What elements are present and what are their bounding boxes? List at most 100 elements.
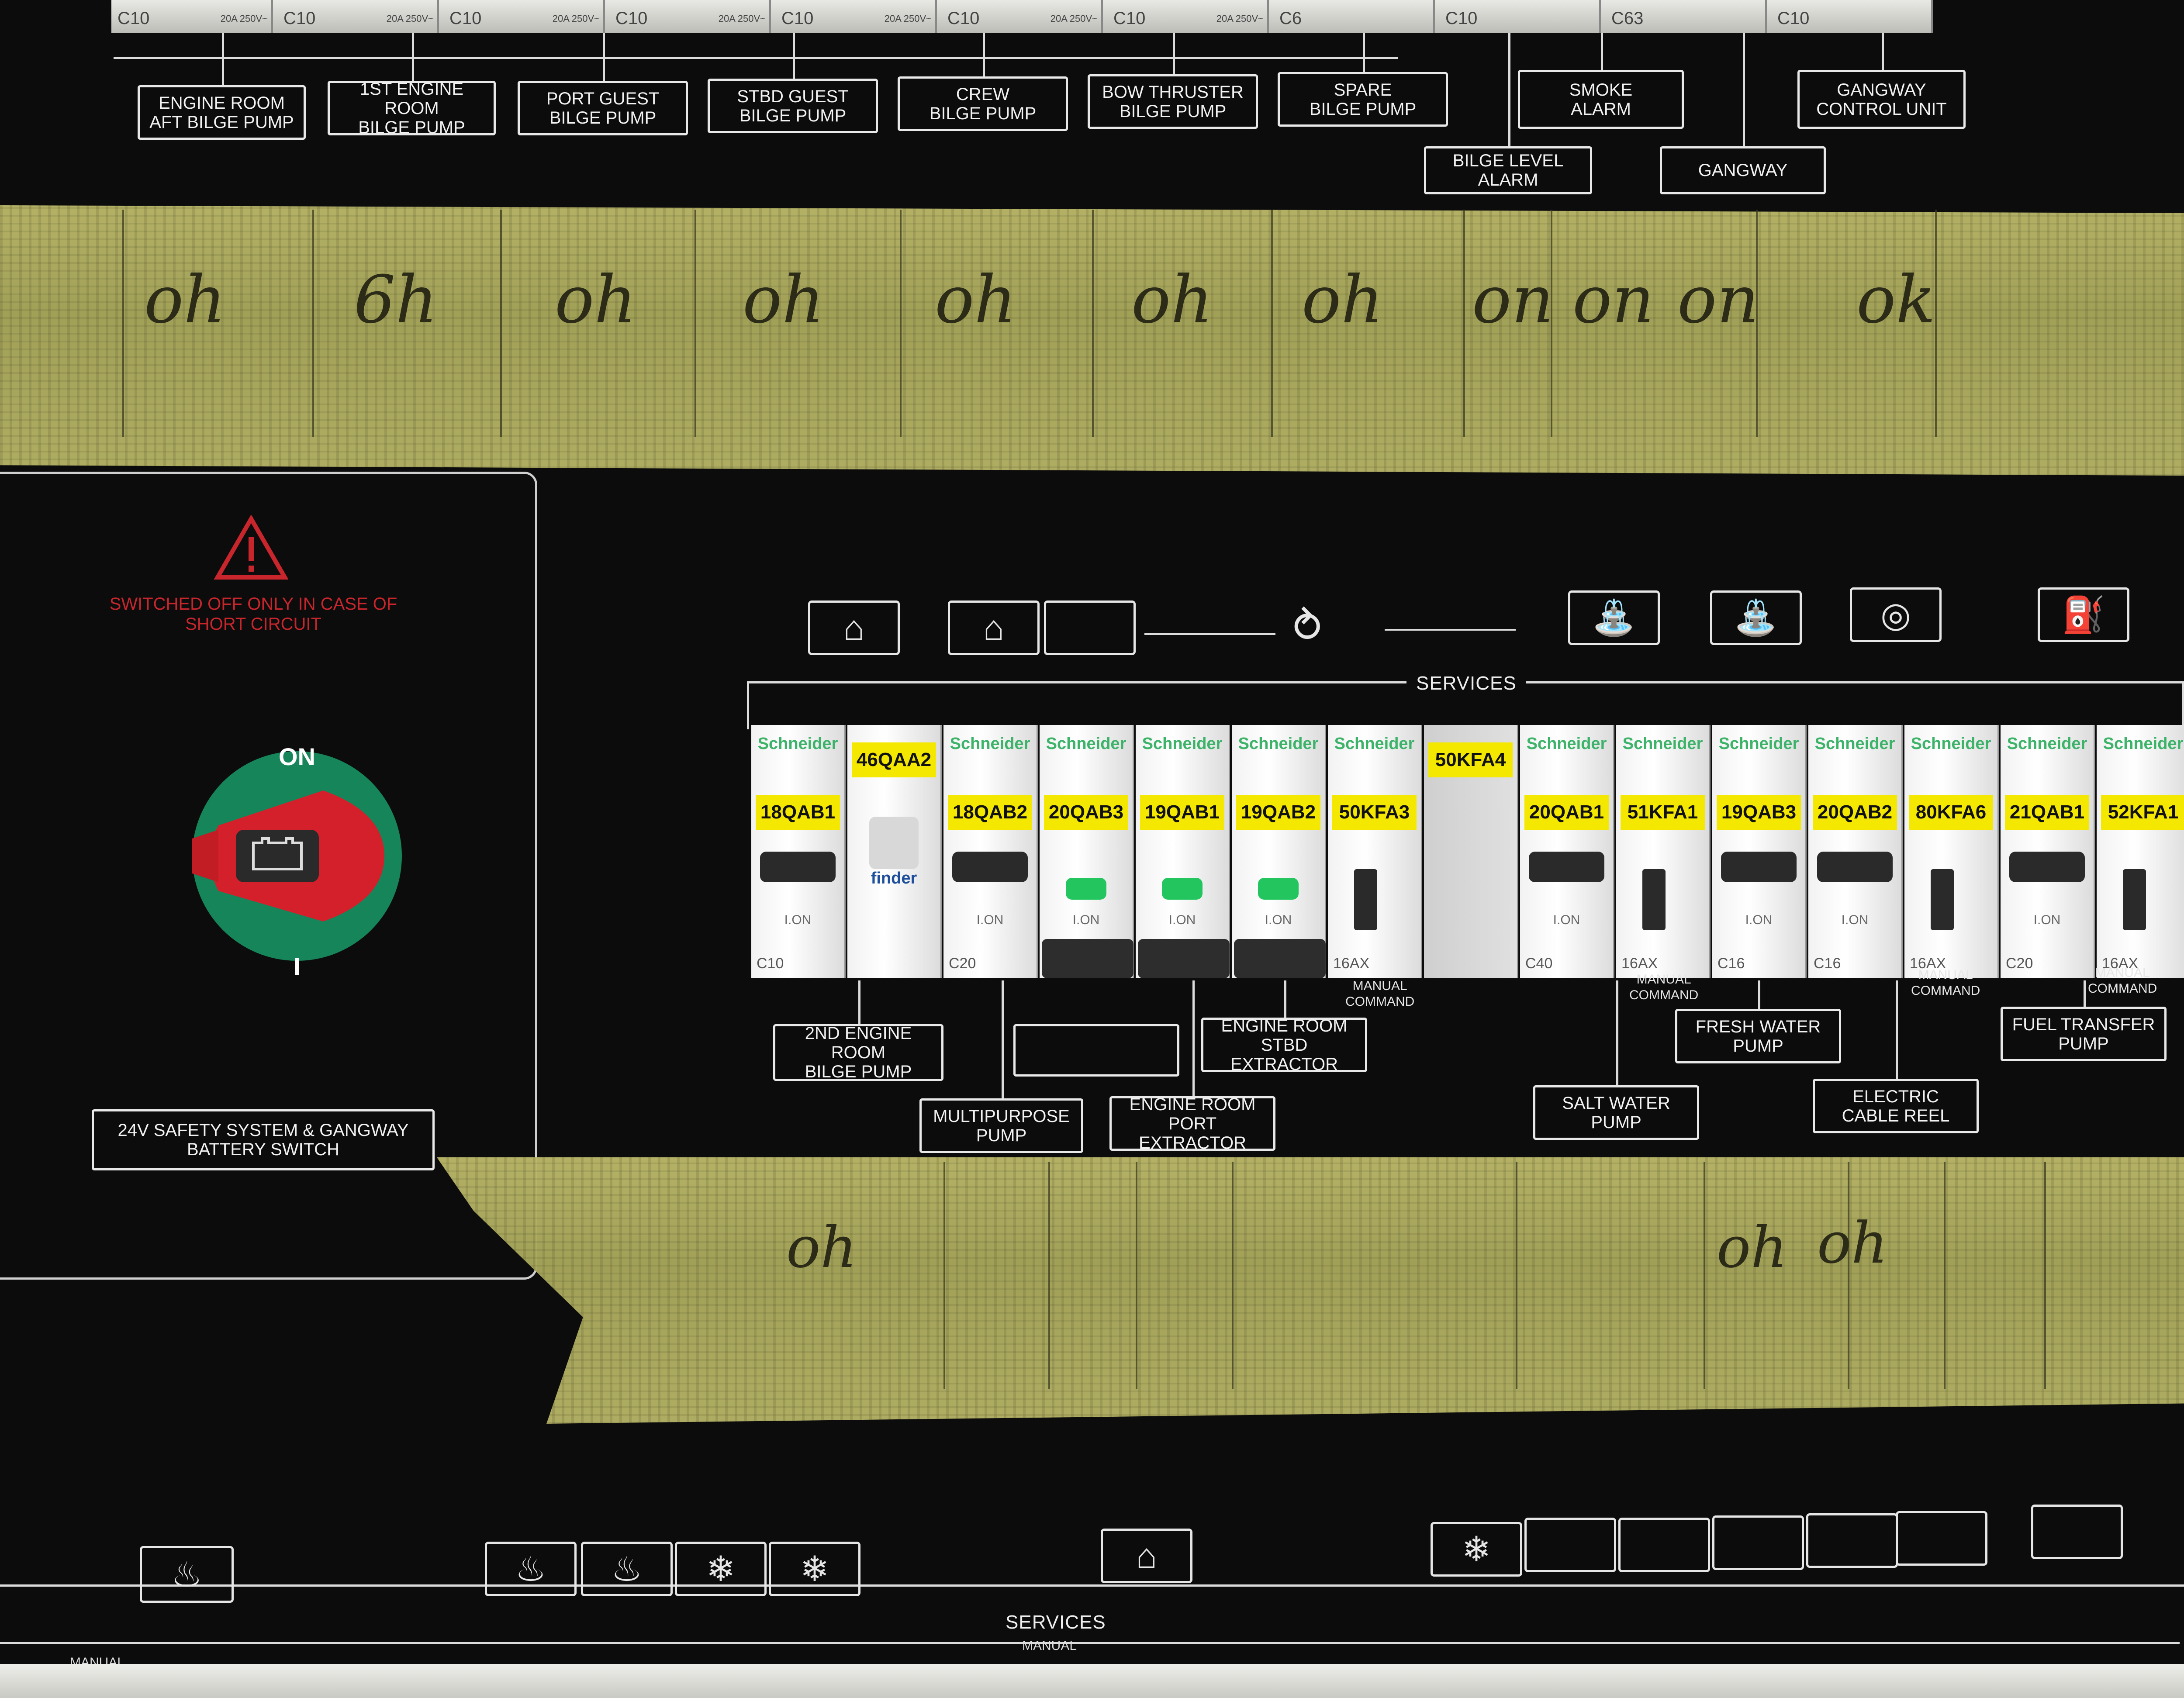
breaker-brand: Schneider — [1718, 735, 1799, 753]
top-breaker-rating: 20A 250V~ — [220, 13, 268, 24]
breaker-tag: 51KFA1 — [1621, 795, 1705, 830]
tape-mark: oh — [1302, 262, 1383, 338]
breaker-brand: Schneider — [1334, 735, 1415, 753]
top-breaker-code: C10 — [781, 9, 814, 28]
fan-icon: ⥁ — [1293, 604, 1322, 651]
middle-label: FUEL TRANSFER PUMP — [2001, 1007, 2167, 1061]
breaker-on-label: I.ON — [1072, 913, 1100, 927]
top-breaker-rating: 20A 250V~ — [1050, 13, 1098, 24]
manual-command-label: MANUAL COMMAND — [2088, 966, 2157, 996]
breaker-tag: 80KFA6 — [1909, 795, 1993, 830]
tape-mark: oh — [743, 262, 824, 338]
extractor-icon-2: ⌂ — [948, 601, 1040, 655]
middle-label: MULTIPURPOSE PUMP — [919, 1098, 1083, 1153]
breaker-lever[interactable] — [1354, 869, 1377, 930]
lower-icon-6: ⌂ — [1101, 1529, 1192, 1583]
warning-text: SWITCHED OFF ONLY IN CASE OF SHORT CIRCU… — [109, 594, 397, 634]
top-label: PORT GUEST BILGE PUMP — [518, 81, 688, 135]
breaker-brand: Schneider — [2007, 735, 2087, 753]
middle-label: 2ND ENGINE ROOM BILGE PUMP — [773, 1024, 943, 1081]
tape-mark: 6h — [354, 262, 438, 338]
breaker-lever[interactable] — [1162, 878, 1203, 900]
tape-mark: oh — [1817, 1210, 1888, 1276]
breaker-tag: 19QAB3 — [1717, 795, 1801, 830]
tape-mark: oh — [1717, 1214, 1787, 1280]
manual-command-label: MANUAL COMMAND — [1911, 968, 1980, 998]
lower-icon-1: ♨ — [140, 1546, 234, 1603]
top-breaker: C6 — [1273, 0, 1435, 33]
top-breaker-code: C10 — [947, 9, 980, 28]
top-breaker-rating: 20A 250V~ — [386, 13, 434, 24]
top-label: SMOKE ALARM — [1518, 70, 1684, 129]
tape-mark: oh — [786, 1214, 857, 1280]
top-breaker-rating: 20A 250V~ — [718, 13, 766, 24]
middle-label: ENGINE ROOM PORT EXTRACTOR — [1109, 1095, 1275, 1153]
breaker-on-label: I.ON — [1745, 913, 1773, 927]
breaker-lever[interactable] — [952, 852, 1028, 882]
breaker-lever[interactable] — [1931, 869, 1954, 930]
breaker-brand: Schneider — [950, 735, 1030, 753]
breaker-tag: 18QAB2 — [948, 795, 1032, 830]
top-breaker-code: C10 — [283, 9, 316, 28]
top-breaker-code: C10 — [615, 9, 648, 28]
breaker-lever[interactable] — [2009, 852, 2085, 882]
breaker-lever[interactable] — [1258, 878, 1299, 900]
top-breaker-code: C10 — [1445, 9, 1478, 28]
breaker-tag: 50KFA4 — [1428, 742, 1513, 777]
top-breaker-code: C10 — [1113, 9, 1146, 28]
lower-blank-4 — [1806, 1513, 1898, 1568]
breaker-lever[interactable] — [1721, 852, 1797, 882]
breaker-lever[interactable] — [1066, 878, 1106, 900]
breaker-lever[interactable] — [760, 852, 836, 882]
tape-mark: oh — [555, 262, 636, 338]
breaker-lever[interactable] — [1817, 852, 1893, 882]
breaker-brand: Schneider — [2103, 735, 2184, 753]
breaker-lever[interactable] — [2123, 869, 2146, 930]
extractor-icon-1: ⌂ — [808, 601, 900, 655]
bottom-services-title: SERVICES — [996, 1612, 1116, 1633]
breaker-brand: Schneider — [1526, 735, 1607, 753]
top-breaker: C10 — [1771, 0, 1933, 33]
breaker-rating: 16AX — [1333, 955, 1370, 972]
middle-label: ENGINE ROOM STBD EXTRACTOR — [1201, 1016, 1367, 1074]
breaker-bottom-bar — [1138, 939, 1230, 978]
top-breaker-code: C63 — [1611, 9, 1644, 28]
breaker-lever[interactable] — [1529, 852, 1604, 882]
breaker-50kfa4[interactable]: 50KFA4 — [1424, 725, 1518, 978]
top-breaker-code: C10 — [1777, 9, 1810, 28]
top-label: BOW THRUSTER BILGE PUMP — [1088, 74, 1258, 129]
top-breaker-rating: 20A 250V~ — [884, 13, 932, 24]
lower-blank-3 — [1712, 1515, 1804, 1570]
fuel-pump-icon: ⛽ — [2038, 587, 2129, 642]
breaker-lever[interactable] — [1642, 869, 1666, 930]
top-breaker: C10 20A 250V~ — [941, 0, 1103, 33]
tape-mark: on — [1677, 262, 1759, 338]
breaker-brand: finder — [871, 869, 917, 887]
tape-mark: oh — [144, 262, 226, 338]
manual-command-label: MANUAL COMMAND — [1345, 979, 1415, 1009]
services-title: SERVICES — [1406, 673, 1526, 694]
battery-switch[interactable]: ON I — [166, 716, 402, 996]
breaker-rating: 16AX — [2102, 955, 2139, 972]
top-label: BILGE LEVEL ALARM — [1424, 146, 1592, 194]
breaker-on-label: I.ON — [1265, 913, 1292, 927]
breaker-rating: C20 — [949, 955, 976, 972]
top-label: GANGWAY CONTROL UNIT — [1797, 70, 1966, 129]
top-label: 1ST ENGINE ROOM BILGE PUMP — [328, 79, 496, 137]
breaker-lever[interactable] — [869, 817, 919, 869]
